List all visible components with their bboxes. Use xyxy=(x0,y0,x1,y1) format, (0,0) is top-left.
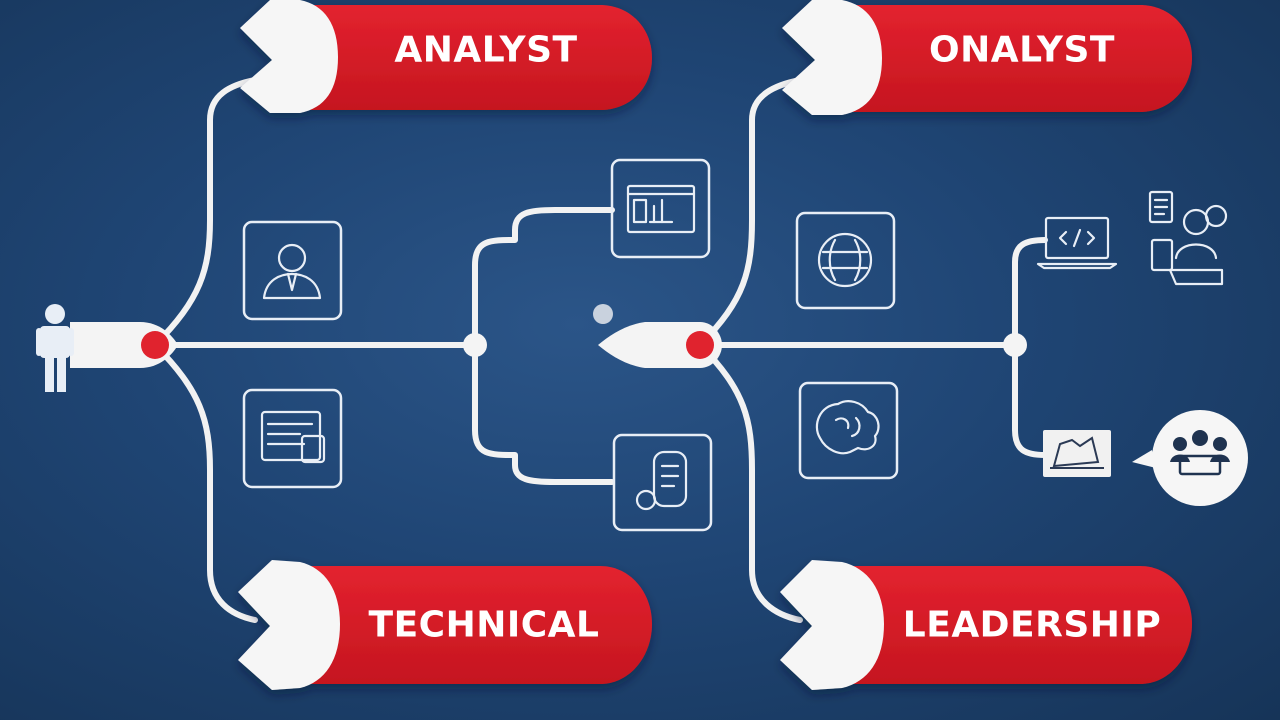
banner-label-onalyst: ONALYST xyxy=(929,30,1115,71)
banner-technical: TECHNICAL xyxy=(238,560,652,690)
floating-dot xyxy=(593,304,613,324)
profile-card-icon xyxy=(242,220,343,321)
group-meeting-icon xyxy=(1132,410,1248,506)
team-document-icon xyxy=(1148,190,1228,286)
person-icon xyxy=(36,304,74,392)
banner-leadership: LEADERSHIP xyxy=(780,560,1192,690)
brain-globe-icon xyxy=(795,211,896,310)
node-left xyxy=(141,331,169,359)
node-right xyxy=(686,331,714,359)
banner-onalyst: ONALYST xyxy=(782,0,1192,115)
banner-label-technical: TECHNICAL xyxy=(369,605,600,646)
connector-right-up xyxy=(697,77,803,348)
connector-center-up xyxy=(472,207,615,348)
connector-left-up xyxy=(152,77,258,348)
laptop-code-icon xyxy=(1036,216,1118,270)
connector-lines xyxy=(57,77,1048,623)
connector-center-down xyxy=(472,342,615,485)
folder-icon xyxy=(1043,430,1111,477)
junction-dot-right xyxy=(1003,333,1027,357)
connector-left-down xyxy=(152,342,258,623)
document-window-icon xyxy=(242,388,343,489)
middle-pointer xyxy=(598,322,722,368)
start-pointer xyxy=(70,322,178,368)
mind-icon xyxy=(798,381,899,480)
mobile-device-icon xyxy=(612,433,713,532)
junction-dot-center xyxy=(463,333,487,357)
banner-label-analyst: ANALYST xyxy=(394,30,577,71)
connector-far-right-up xyxy=(1012,237,1048,348)
banner-analyst: ANALYST xyxy=(240,0,652,113)
banner-label-leadership: LEADERSHIP xyxy=(903,605,1161,646)
connector-far-right-down xyxy=(1012,342,1048,458)
connector-right-down xyxy=(697,342,803,623)
dashboard-icon xyxy=(610,158,711,259)
